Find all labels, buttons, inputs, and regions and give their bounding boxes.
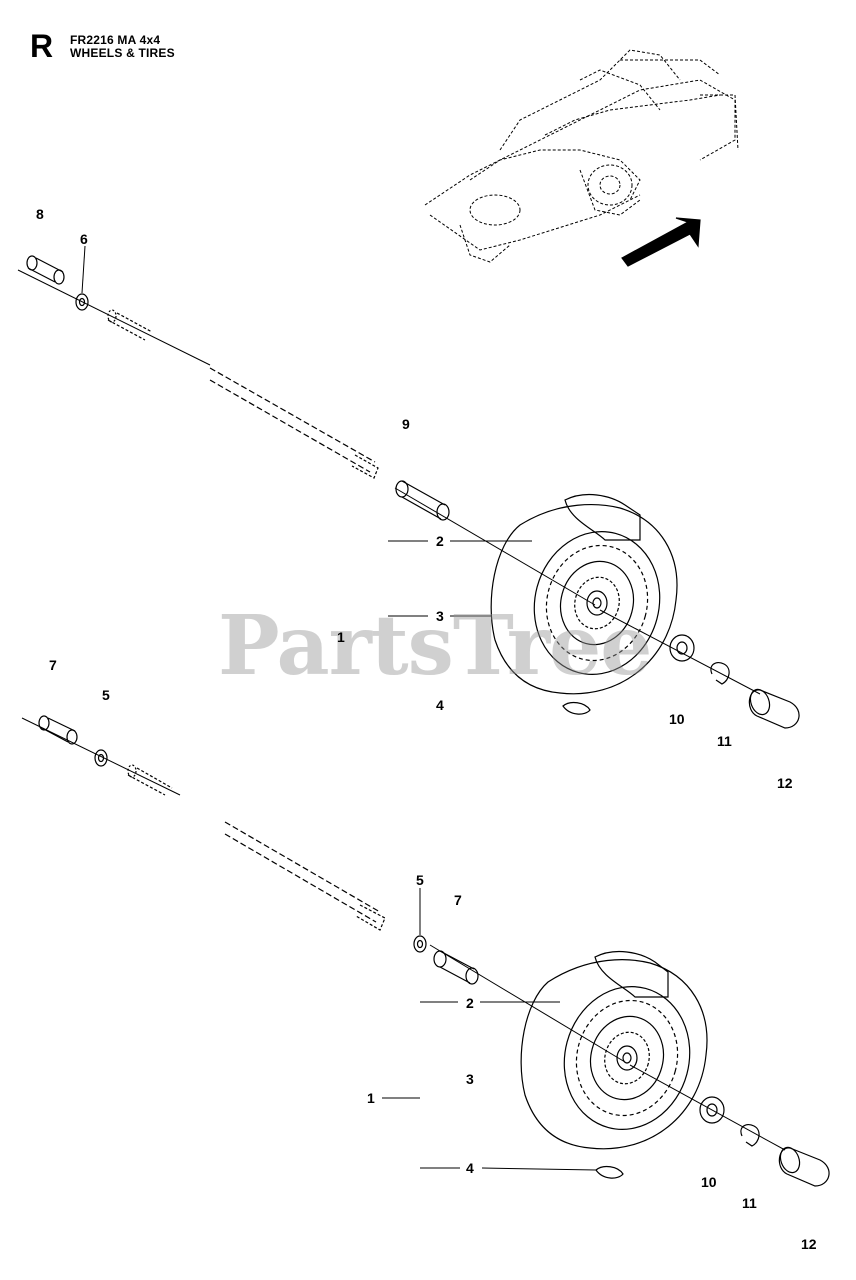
washer-part (669, 634, 695, 662)
valve-stem-part (595, 1165, 624, 1179)
callout-label: 7 (49, 657, 57, 673)
washer-part (75, 293, 89, 311)
callout-label: 2 (436, 533, 444, 549)
callout-label: 2 (466, 995, 474, 1011)
callout-label: 1 (337, 629, 345, 645)
hub-cap-part (778, 1146, 830, 1187)
callout-label: 5 (416, 872, 424, 888)
callout-label: 1 (367, 1090, 375, 1106)
lower-axle-assembly (21, 715, 830, 1187)
upper-axle-assembly (17, 245, 800, 729)
bushing-part (395, 480, 450, 521)
bushing-part (433, 950, 479, 985)
callout-label: 3 (466, 1071, 474, 1087)
page-number: 12 (801, 1236, 817, 1252)
spacer-part (38, 715, 78, 745)
tire-wheel-part (520, 951, 708, 1150)
callout-label: 6 (80, 231, 88, 247)
spacer-part (26, 255, 65, 285)
callout-label: 8 (36, 206, 44, 222)
callout-label: 12 (777, 775, 793, 791)
watermark-logo: PartsTree (218, 598, 652, 694)
callout-label: 3 (436, 608, 444, 624)
tractor-overview-illustration (424, 49, 739, 263)
valve-stem-part (562, 701, 591, 715)
tire-wheel-part (490, 494, 678, 695)
washer-part (413, 935, 427, 953)
callout-label: 11 (717, 733, 732, 749)
location-arrow-icon (621, 217, 701, 267)
callout-label: 5 (102, 687, 110, 703)
washer-part (699, 1096, 725, 1124)
retaining-clip-part (710, 662, 730, 685)
callout-label: 7 (454, 892, 462, 908)
hub-cap-part (748, 688, 800, 729)
callout-label: 4 (436, 697, 444, 713)
model-title: FR2216 MA 4x4 (70, 33, 161, 47)
callout-label: 9 (402, 416, 410, 432)
section-title: WHEELS & TIRES (70, 46, 175, 60)
callout-label: 4 (466, 1160, 474, 1176)
callout-label: 10 (701, 1174, 717, 1190)
washer-part (94, 749, 108, 767)
retaining-clip-part (740, 1124, 760, 1147)
callout-label: 10 (669, 711, 685, 727)
section-letter: R (30, 28, 54, 64)
callout-label: 11 (742, 1195, 757, 1211)
